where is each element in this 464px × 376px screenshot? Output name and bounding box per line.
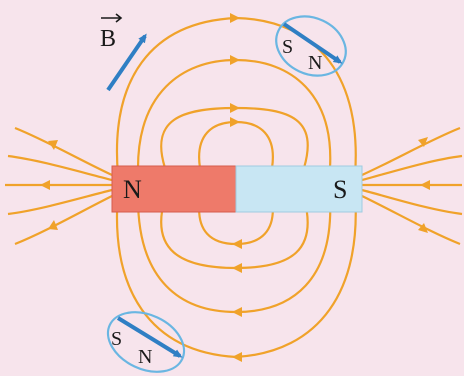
compass-top-right: S N (275, 15, 347, 77)
compass-south-label: S (111, 328, 122, 350)
magnet-south-half (235, 165, 363, 213)
compass-north-label: N (138, 346, 152, 368)
b-vector-label: B (100, 26, 116, 52)
compass-ring (106, 311, 186, 373)
compass-north-label: N (308, 52, 322, 74)
field-line-middle-bottom (136, 197, 332, 314)
arrow-middle-bottom (232, 307, 242, 317)
compass-ring (275, 15, 347, 77)
field-line-right-1 (361, 126, 461, 177)
arrow-innermost-bottom (232, 239, 242, 249)
compass-needle (116, 316, 183, 358)
field-line-left-4 (7, 188, 113, 216)
field-line-left-1 (14, 126, 113, 176)
b-vector-overarrow (101, 13, 123, 23)
arrow-middle-top (230, 55, 240, 65)
arrow-inner-top (230, 103, 240, 113)
compass-bottom-left: S N (106, 311, 186, 373)
field-direction-arrows (40, 13, 430, 362)
field-line-right-2 (361, 154, 463, 182)
arrow-right-5 (418, 223, 428, 233)
arrow-innermost-top (230, 117, 240, 127)
field-line-outer-top (115, 16, 357, 176)
field-line-left-5 (14, 195, 113, 246)
arrow-left-3 (40, 180, 50, 190)
arrow-right-1 (418, 137, 428, 147)
arrow-outer-bottom (232, 352, 242, 362)
arrow-left-1 (48, 140, 58, 150)
bar-magnet: N S (111, 165, 363, 213)
field-line-right-5 (361, 195, 461, 246)
magnet-north-half (111, 165, 237, 213)
magnet-north-label: N (123, 175, 142, 204)
compass-south-label: S (282, 36, 293, 58)
arrow-left-5 (48, 220, 58, 230)
magnet-south-label: S (333, 175, 347, 204)
arrow-right-3 (420, 180, 430, 190)
field-line-outer-bottom (115, 192, 357, 359)
compass-needle (282, 22, 343, 64)
field-line-left-2 (7, 154, 113, 182)
field-line-right-4 (361, 188, 463, 216)
arrow-outer-top (230, 13, 240, 23)
field-line-middle-top (136, 58, 332, 169)
field-line-inner-top (198, 120, 274, 169)
field-line-inner-upper-top (160, 106, 309, 169)
field-vector-b: B (100, 13, 147, 92)
b-vector-arrow (106, 33, 147, 92)
arrow-inner-bottom (232, 263, 242, 273)
